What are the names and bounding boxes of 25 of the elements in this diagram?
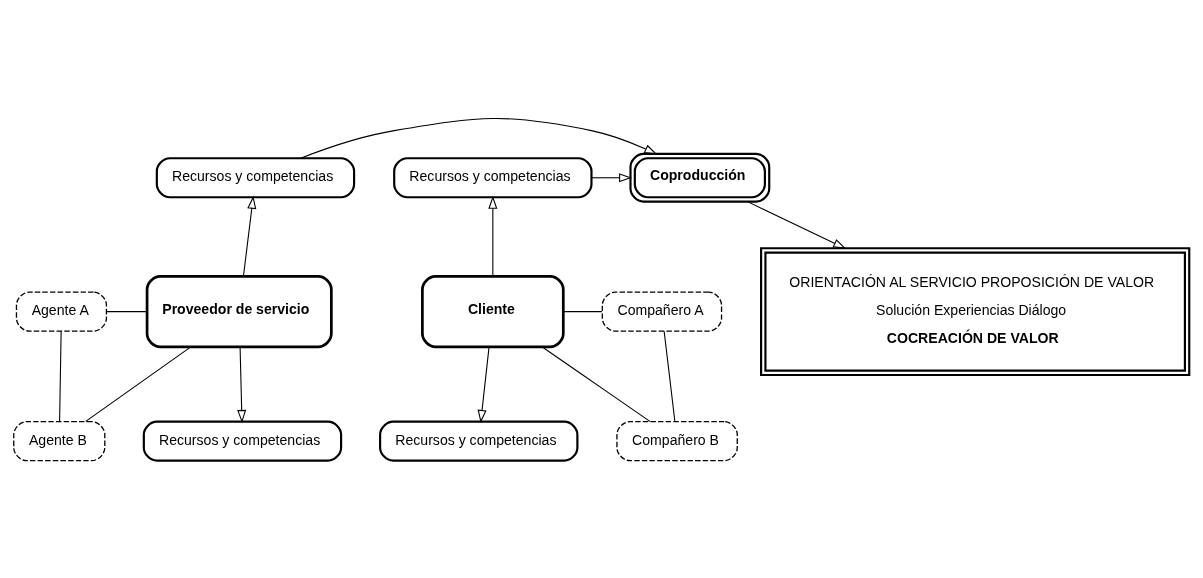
connector [85, 346, 192, 422]
node-box: Compañero B [616, 420, 738, 461]
arrow [242, 195, 257, 277]
arrow [746, 200, 847, 249]
connector [663, 330, 676, 422]
node-box: Compañero A [601, 290, 723, 332]
node-box: Recursos y competencias [155, 156, 356, 198]
node-box: Coproducción [629, 152, 771, 203]
node-box: Recursos y competencias [142, 420, 343, 462]
connector [59, 330, 62, 422]
arrow [300, 117, 658, 159]
node-box: Agente A [15, 290, 108, 332]
node-box: Recursos y competencias [379, 420, 579, 462]
arrow [237, 346, 247, 423]
connector [541, 345, 651, 422]
connector [562, 310, 603, 312]
node-box: Proveedor de servicio [145, 274, 333, 348]
node-box: Agente B [13, 420, 106, 461]
arrow [488, 195, 498, 277]
node-box: ORIENTACIÓN AL SERVICIO PROPOSICIÓN DE VALOR Solución Experiencias Diálogo COCREACIÓN DE VALOR [760, 246, 1191, 376]
arrow [477, 346, 490, 423]
node-box: Cliente [421, 274, 565, 348]
connector [106, 310, 148, 312]
arrow [590, 172, 633, 182]
node-box: Recursos y competencias [393, 156, 593, 198]
